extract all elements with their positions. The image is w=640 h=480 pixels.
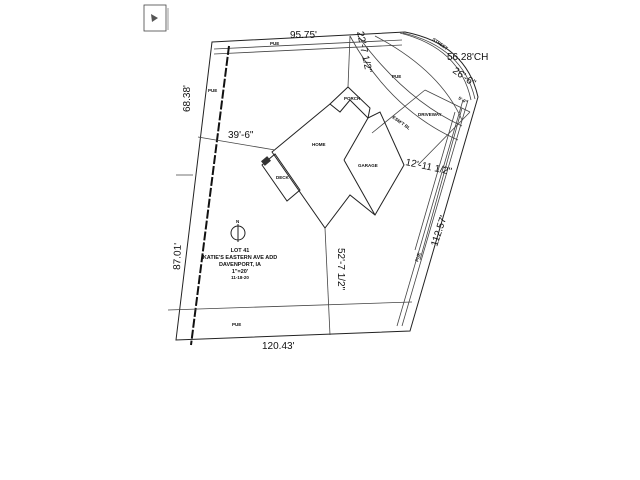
scale: 1"=20' (232, 269, 249, 275)
porch (329, 86, 371, 119)
north-arrow: N (230, 219, 246, 242)
deck-stairs (261, 156, 271, 166)
dim-right: 112.57' (429, 214, 449, 248)
lot-number: LOT 41 (231, 248, 250, 254)
setback-arc-2 (357, 35, 463, 127)
deck (261, 153, 301, 202)
pue-bottom-line (167, 301, 413, 311)
dim-line-home-bottom (324, 227, 331, 336)
pue-right-line-2 (396, 99, 464, 327)
label-driveway: DRIVEWAY (418, 112, 442, 117)
dim-bottom: 120.43' (262, 341, 295, 352)
label-deck: DECK (276, 175, 290, 180)
label-home: HOME (312, 142, 326, 147)
garage (343, 117, 376, 216)
city: DAVENPORT, IA (219, 262, 261, 268)
driveway-lines (414, 107, 463, 261)
north-label: N (236, 219, 239, 224)
dim-left-upper: 68.38' (182, 85, 193, 112)
lot-boundary (175, 31, 479, 341)
street-arc (399, 32, 472, 101)
dim-home-left: 39'-6" (228, 130, 254, 141)
dim-curve-chord: 56.28'CH (447, 52, 488, 63)
date: 11-18-20 (231, 275, 249, 280)
pue-top-line (213, 39, 403, 50)
label-setback: ESM'T BL (391, 115, 411, 131)
label-porch: PORCH (344, 96, 360, 101)
dim-line-home-left (197, 136, 276, 151)
dim-left-lower: 87.01' (172, 243, 184, 270)
home-footprint (271, 99, 405, 229)
street-arc-2 (402, 32, 476, 100)
dim-street-width: 26'-6" (450, 65, 478, 89)
label-street: STREET (431, 37, 449, 51)
label-pue-left: PUE (208, 88, 217, 93)
dim-top: 95.75' (290, 30, 317, 41)
pue-arc (374, 35, 463, 121)
pue-right-line (401, 99, 469, 327)
label-pue-top: PUE (270, 41, 279, 46)
label-pue-bottom: PUE (232, 322, 241, 327)
label-pue-right: PUE (414, 252, 422, 262)
logo (143, 4, 169, 32)
pue-top-line-2 (213, 44, 403, 55)
dim-line-porch (347, 35, 351, 88)
label-pue-curve: PUE (392, 74, 401, 79)
dim-home-bottom: 52'-7 1/2" (335, 248, 346, 291)
label-garage: GARAGE (358, 163, 378, 168)
subdivision: KATIE'S EASTERN AVE ADD (203, 255, 277, 261)
setback-arc (349, 35, 459, 141)
title-block: LOT 41 KATIE'S EASTERN AVE ADD DAVENPORT… (203, 248, 277, 280)
pue-left-line (190, 45, 230, 346)
dim-small-right: 5'-0" (458, 96, 469, 105)
driveway (371, 89, 471, 166)
